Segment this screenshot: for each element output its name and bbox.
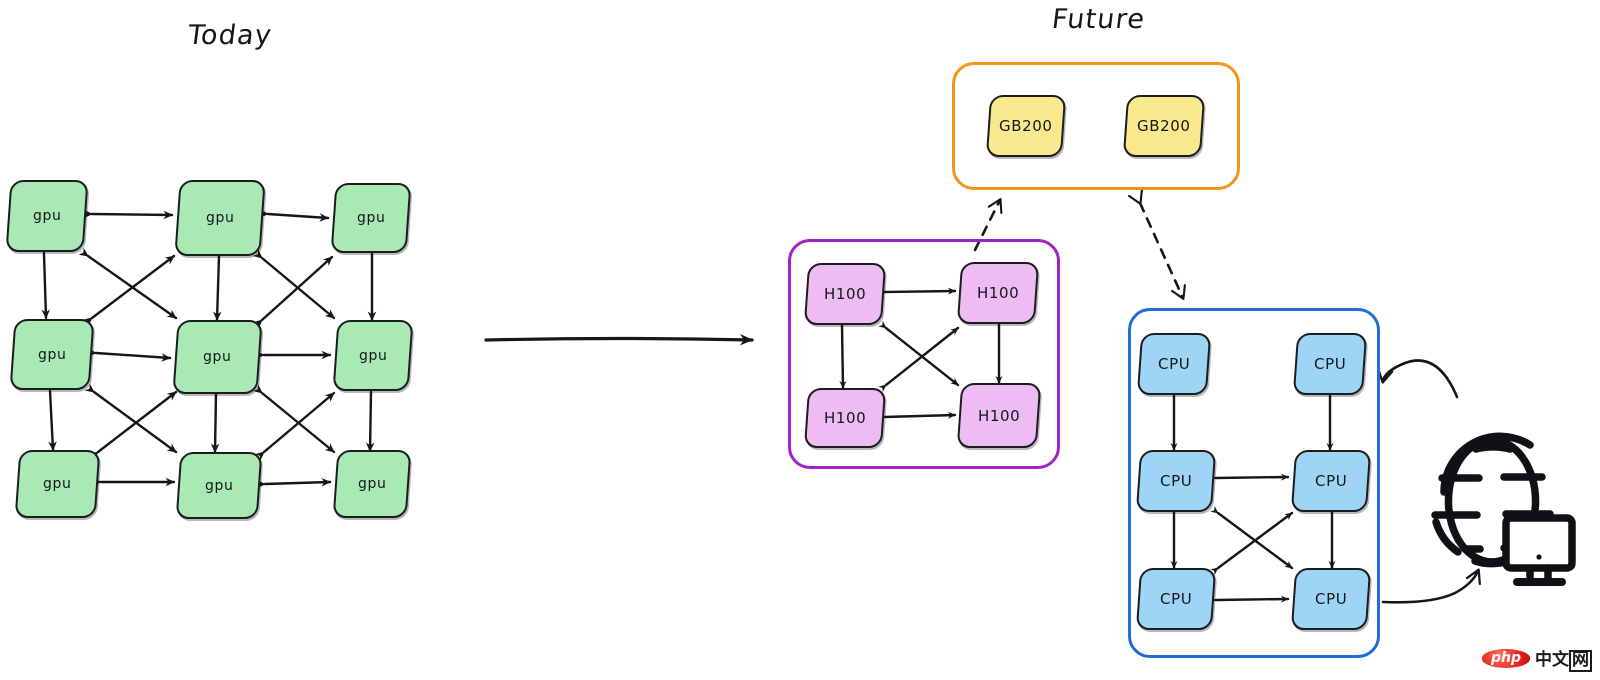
gpu-node-r2c2[interactable]: gpu xyxy=(172,320,263,394)
gpu-node-r1c3[interactable]: gpu xyxy=(330,183,412,253)
cpu-node-r2c1[interactable]: CPU xyxy=(1135,450,1217,512)
cpu-link-r3c1-r3c2 xyxy=(1208,595,1290,604)
cpu-node-label: CPU xyxy=(1314,472,1348,490)
gb200-node-2[interactable]: GB200 xyxy=(1122,95,1206,157)
gpu-link-r3c2-r3c3 xyxy=(256,477,332,489)
h100-link-r2c1-r1c2 xyxy=(878,326,960,393)
h100-node-label: H100 xyxy=(977,406,1021,425)
gpu-node-label: gpu xyxy=(358,347,388,364)
cpu-node-label: CPU xyxy=(1159,472,1193,490)
watermark-cn-boxed: 网 xyxy=(1569,650,1592,672)
gpu-node-label: gpu xyxy=(203,349,232,365)
gpu-link-r1c1-r1c2 xyxy=(83,209,174,220)
h100-node-label: H100 xyxy=(823,285,867,303)
globe-monitor-icon xyxy=(1431,432,1576,586)
gpu-link-r2c1-r3c1 xyxy=(45,382,57,452)
h100-link-r2c1-r2c2 xyxy=(877,411,957,421)
gpu-link-r2c1-r1c2 xyxy=(82,254,176,327)
h100-node-r1c1[interactable]: H100 xyxy=(803,263,887,325)
cpu-node-label: CPU xyxy=(1314,590,1348,608)
gpu-node-label: gpu xyxy=(37,346,67,363)
h100-node-label: H100 xyxy=(976,284,1020,302)
h100-link-r1c1-r2c1 xyxy=(838,317,847,390)
gpu-link-r3c1-r2c2 xyxy=(88,390,178,461)
cpu-link-r3c1-r2c2 xyxy=(1210,511,1294,575)
h100-node-r1c2[interactable]: H100 xyxy=(956,262,1040,324)
h100-link-r1c1-r1c2 xyxy=(876,287,957,296)
gpu-node-r3c2[interactable]: gpu xyxy=(175,452,263,519)
gpu-node-r3c3[interactable]: gpu xyxy=(332,450,412,518)
gpu-link-r2c1-r2c2 xyxy=(87,348,172,362)
cpu-group-container xyxy=(1128,308,1380,658)
gpu-node-r2c3[interactable]: gpu xyxy=(332,320,414,391)
gpu-link-r1c2-r2c2 xyxy=(212,247,224,322)
gpu-link-r1c2-r1c3 xyxy=(259,209,330,222)
gpu-node-label: gpu xyxy=(356,210,386,226)
gpu-node-r3c1[interactable]: gpu xyxy=(14,450,101,518)
cpu-node-r1c2[interactable]: CPU xyxy=(1292,333,1368,395)
cpu-node-label: CPU xyxy=(1159,590,1193,608)
internet-to-cpu-top-curve xyxy=(1383,359,1459,399)
gb200-node-label: GB200 xyxy=(999,117,1053,135)
gpu-node-r1c2[interactable]: gpu xyxy=(174,180,266,256)
h100-node-r2c2[interactable]: H100 xyxy=(956,383,1042,448)
gpu-node-label: gpu xyxy=(43,476,72,492)
watermark-cn-text: 中文 xyxy=(1535,650,1569,671)
gpu-link-r3c2-r2c3 xyxy=(254,391,336,461)
cpu-link-r2c1-r2c2 xyxy=(1208,473,1290,482)
gb200-node-label: GB200 xyxy=(1137,117,1191,135)
cpu-node-r2c2[interactable]: CPU xyxy=(1290,450,1372,512)
gpu-link-r2c2-r3c2 xyxy=(210,384,221,454)
h100-node-label: H100 xyxy=(823,409,867,427)
watermark: php 中文网 xyxy=(1481,645,1592,672)
cpu-node-r1c1[interactable]: CPU xyxy=(1136,333,1212,395)
watermark-text: 中文网 xyxy=(1535,645,1592,672)
gpu-link-r2c3-r3c3 xyxy=(365,383,376,453)
gpu-link-r2c2-r1c3 xyxy=(252,255,334,329)
cpu-to-internet-bottom-curve xyxy=(1381,571,1478,604)
cpu-node-r3c2[interactable]: CPU xyxy=(1290,568,1372,630)
h100-node-r2c1[interactable]: H100 xyxy=(803,388,887,448)
gpu-node-label: gpu xyxy=(204,477,234,494)
today-to-future-arrow xyxy=(484,334,754,346)
gpu-node-label: gpu xyxy=(357,476,387,492)
cpu-node-r3c1[interactable]: CPU xyxy=(1135,568,1217,630)
h100-group-container xyxy=(788,239,1060,469)
gb200-node-1[interactable]: GB200 xyxy=(985,95,1067,157)
gpu-link-r1c1-r2c1 xyxy=(39,245,51,320)
gb200-to-cpu-dashed-arrow xyxy=(1140,203,1183,298)
gpu-node-r1c1[interactable]: gpu xyxy=(5,180,89,252)
cpu-node-label: CPU xyxy=(1157,355,1191,373)
watermark-php-badge: php xyxy=(1481,648,1530,669)
cpu-node-label: CPU xyxy=(1313,355,1347,373)
gpu-node-label: gpu xyxy=(205,210,235,226)
gb200-group-container xyxy=(952,62,1240,190)
gpu-node-r2c1[interactable]: gpu xyxy=(9,319,95,390)
gpu-node-label: gpu xyxy=(32,208,62,224)
